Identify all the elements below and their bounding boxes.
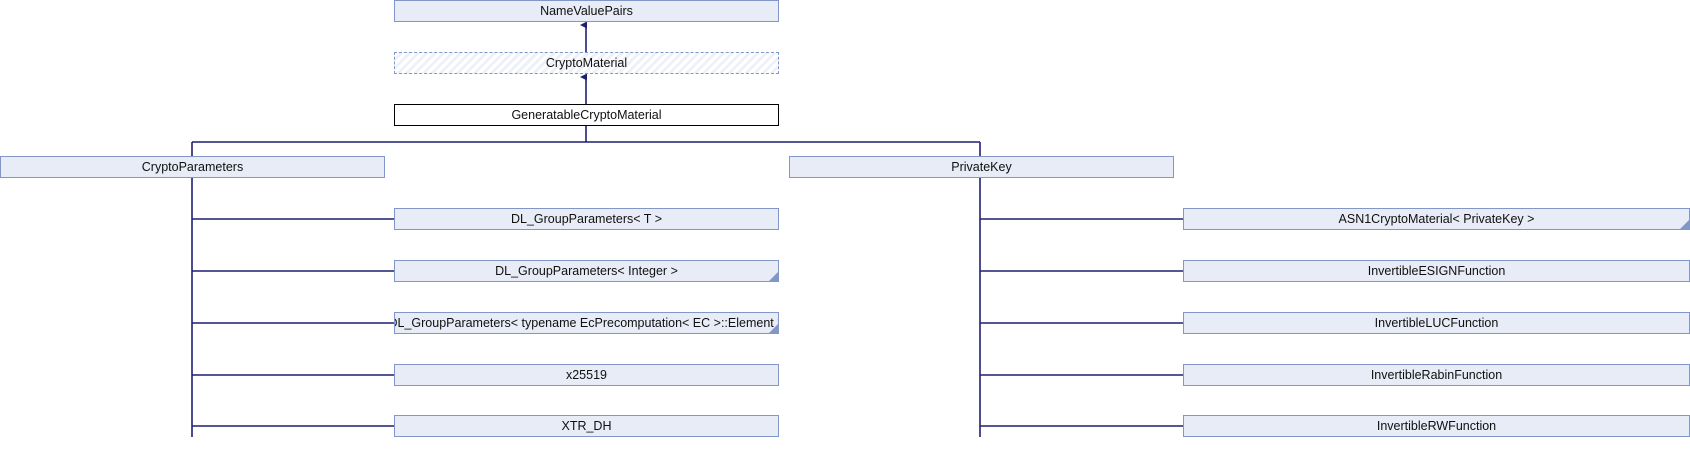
node-label: NameValuePairs <box>540 3 633 18</box>
node-label: DL_GroupParameters< Integer > <box>495 263 678 278</box>
node-namevaluepairs[interactable]: NameValuePairs <box>394 0 779 22</box>
node-label: PrivateKey <box>951 159 1012 174</box>
folded-corner-icon <box>769 324 778 333</box>
node-xtr-dh[interactable]: XTR_DH <box>394 415 779 437</box>
node-label: DL_GroupParameters< typename EcPrecomput… <box>394 315 779 330</box>
node-label: InvertibleRWFunction <box>1376 418 1497 433</box>
node-label: InvertibleESIGNFunction <box>1367 263 1506 278</box>
node-label: InvertibleLUCFunction <box>1374 315 1499 330</box>
node-cryptomaterial[interactable]: CryptoMaterial <box>394 52 779 74</box>
node-dl-groupparameters-integer[interactable]: DL_GroupParameters< Integer > <box>394 260 779 282</box>
node-label: CryptoParameters <box>141 159 244 174</box>
folded-corner-icon <box>769 272 778 281</box>
node-invertiblerabinfunction[interactable]: InvertibleRabinFunction <box>1183 364 1690 386</box>
node-label: GeneratableCryptoMaterial <box>511 107 662 122</box>
node-dl-groupparameters-t[interactable]: DL_GroupParameters< T > <box>394 208 779 230</box>
node-x25519[interactable]: x25519 <box>394 364 779 386</box>
node-privatekey[interactable]: PrivateKey <box>789 156 1174 178</box>
node-label: XTR_DH <box>561 418 612 433</box>
folded-corner-icon <box>1680 220 1689 229</box>
node-invertiblerwfunction[interactable]: InvertibleRWFunction <box>1183 415 1690 437</box>
node-label: x25519 <box>565 367 607 382</box>
node-invertibleesignfunction[interactable]: InvertibleESIGNFunction <box>1183 260 1690 282</box>
node-label: ASN1CryptoMaterial< PrivateKey > <box>1338 211 1535 226</box>
node-dl-groupparameters-ecprecomputation-element[interactable]: DL_GroupParameters< typename EcPrecomput… <box>394 312 779 334</box>
node-asn1cryptomaterial-privatekey[interactable]: ASN1CryptoMaterial< PrivateKey > <box>1183 208 1690 230</box>
node-cryptoparameters[interactable]: CryptoParameters <box>0 156 385 178</box>
node-label: CryptoMaterial <box>545 55 628 70</box>
node-label: DL_GroupParameters< T > <box>510 211 662 226</box>
node-generatablecryptomaterial[interactable]: GeneratableCryptoMaterial <box>394 104 779 126</box>
node-invertiblelucfunction[interactable]: InvertibleLUCFunction <box>1183 312 1690 334</box>
node-label: InvertibleRabinFunction <box>1370 367 1503 382</box>
